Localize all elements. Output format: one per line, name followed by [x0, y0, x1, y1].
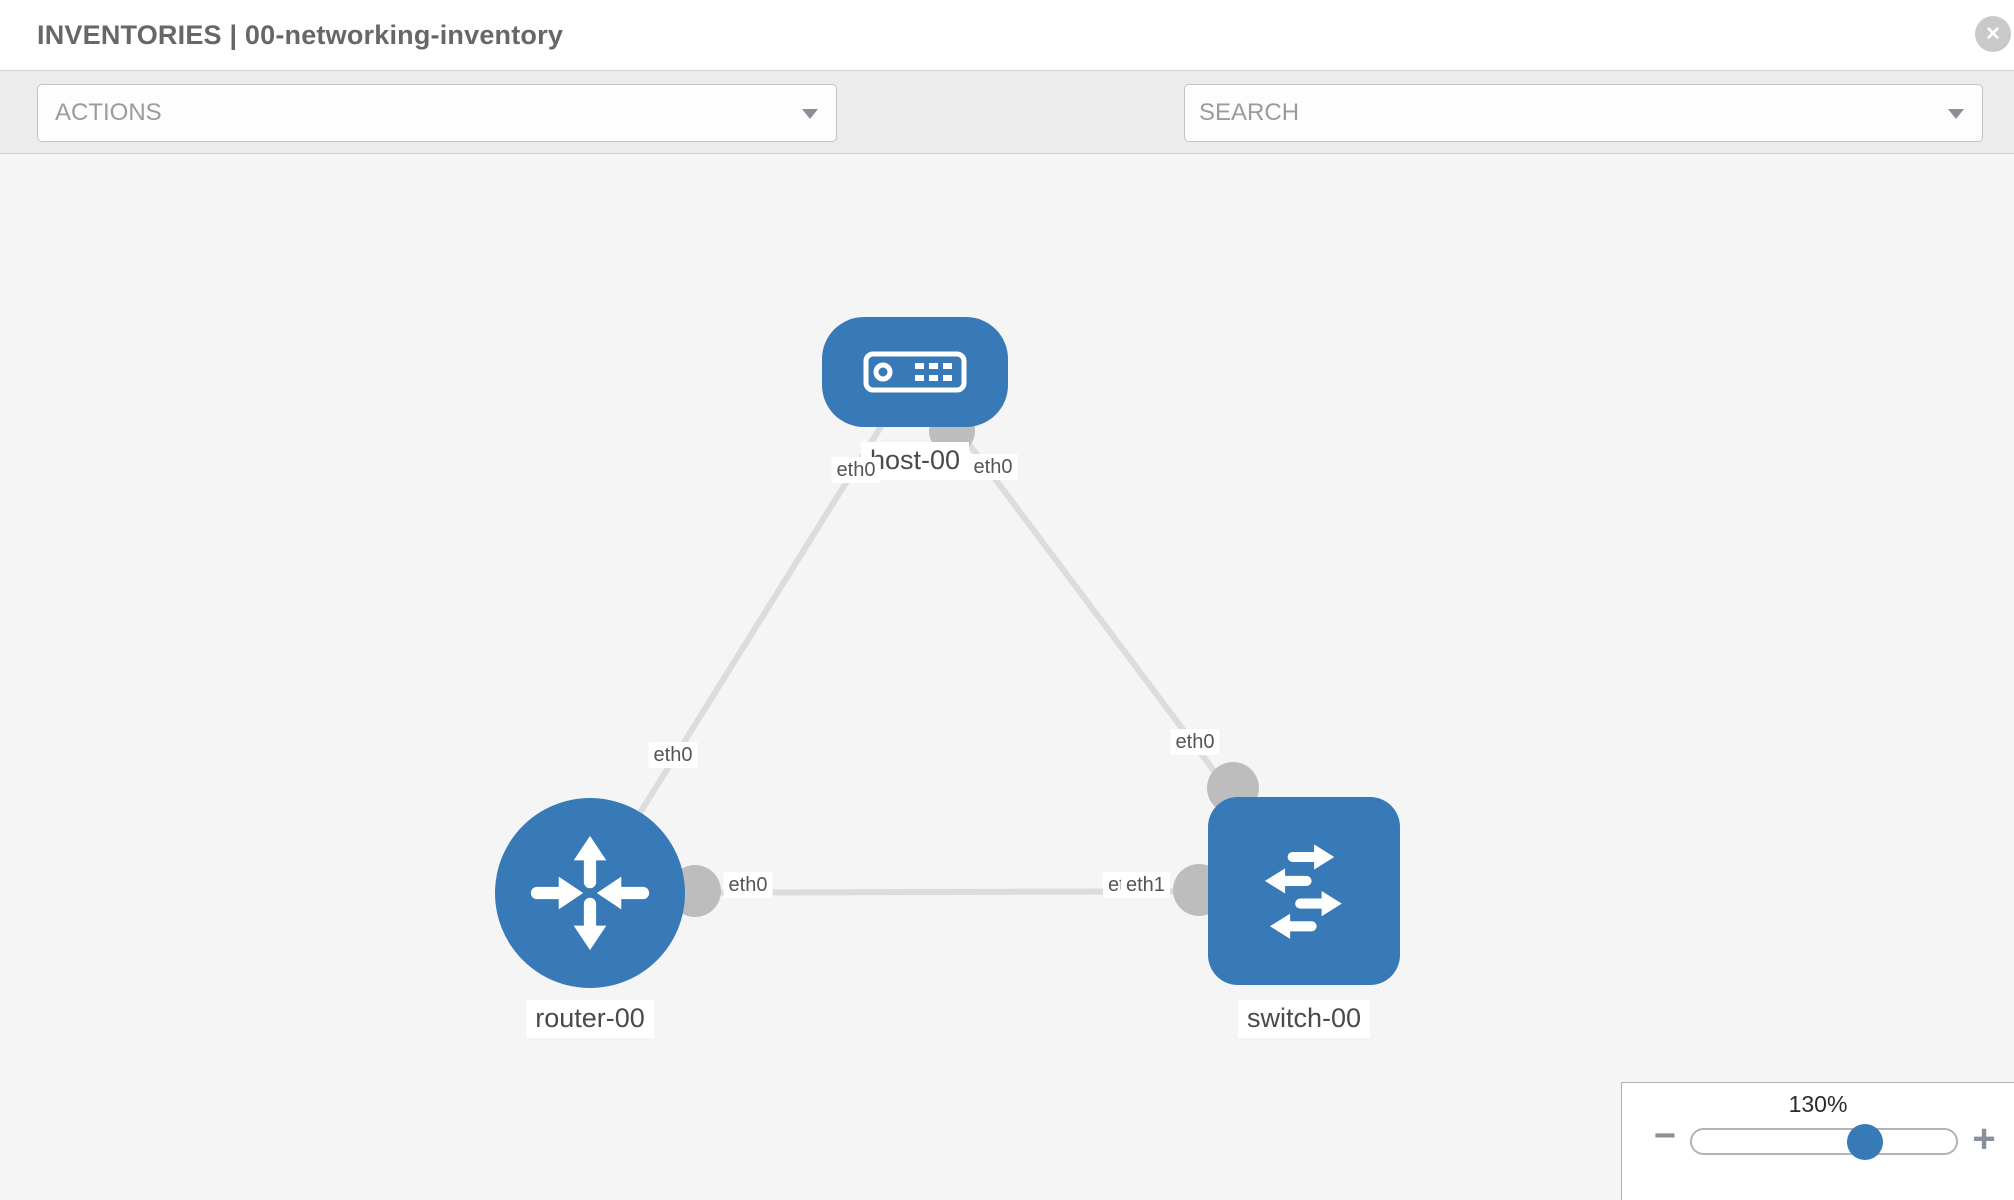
actions-dropdown[interactable]: ACTIONS	[37, 84, 837, 142]
node-label-switch: switch-00	[1237, 1000, 1371, 1038]
search-dropdown-label: SEARCH	[1199, 99, 1300, 126]
minus-icon: −	[1653, 1115, 1677, 1157]
page-header: INVENTORIES | 00-networking-inventory ✕	[0, 0, 2014, 71]
interface-label: eth0	[968, 454, 1018, 480]
plus-icon: +	[1972, 1117, 1996, 1161]
zoom-percent: 130%	[1788, 1091, 1848, 1117]
chevron-down-icon	[1948, 109, 1964, 119]
node-switch-00[interactable]	[1208, 797, 1400, 985]
close-icon: ✕	[1985, 23, 2001, 45]
interface-label: eth0	[648, 742, 698, 768]
toolbar: ACTIONS SEARCH	[0, 71, 2014, 205]
router-icon	[530, 835, 650, 951]
chevron-down-icon	[802, 109, 818, 119]
links-layer	[587, 370, 1307, 917]
zoom-slider-thumb[interactable]	[1847, 1124, 1883, 1160]
node-label-router: router-00	[526, 1000, 654, 1038]
host-icon	[863, 351, 967, 393]
search-dropdown[interactable]: SEARCH	[1184, 84, 1983, 142]
page-title: INVENTORIES | 00-networking-inventory	[37, 20, 564, 50]
switch-icon	[1264, 844, 1342, 939]
close-button[interactable]: ✕	[1975, 16, 2011, 52]
topology-canvas[interactable]: host-00 router-00 switch-00 eth0 eth0 et…	[0, 154, 2014, 1200]
zoom-panel: 130% − +	[1621, 1082, 2014, 1200]
zoom-out-button[interactable]: −	[1650, 1117, 1680, 1155]
node-router-00[interactable]	[495, 798, 685, 988]
interface-label: eth1	[1121, 872, 1170, 898]
actions-dropdown-label: ACTIONS	[55, 99, 162, 126]
interface-label: eth0	[1170, 729, 1220, 755]
interface-label: eth0	[723, 872, 773, 898]
zoom-in-button[interactable]: +	[1968, 1119, 2000, 1159]
node-host-00[interactable]	[822, 317, 1008, 427]
interface-label: eth0	[831, 457, 881, 483]
zoom-slider-track[interactable]	[1690, 1128, 1958, 1155]
